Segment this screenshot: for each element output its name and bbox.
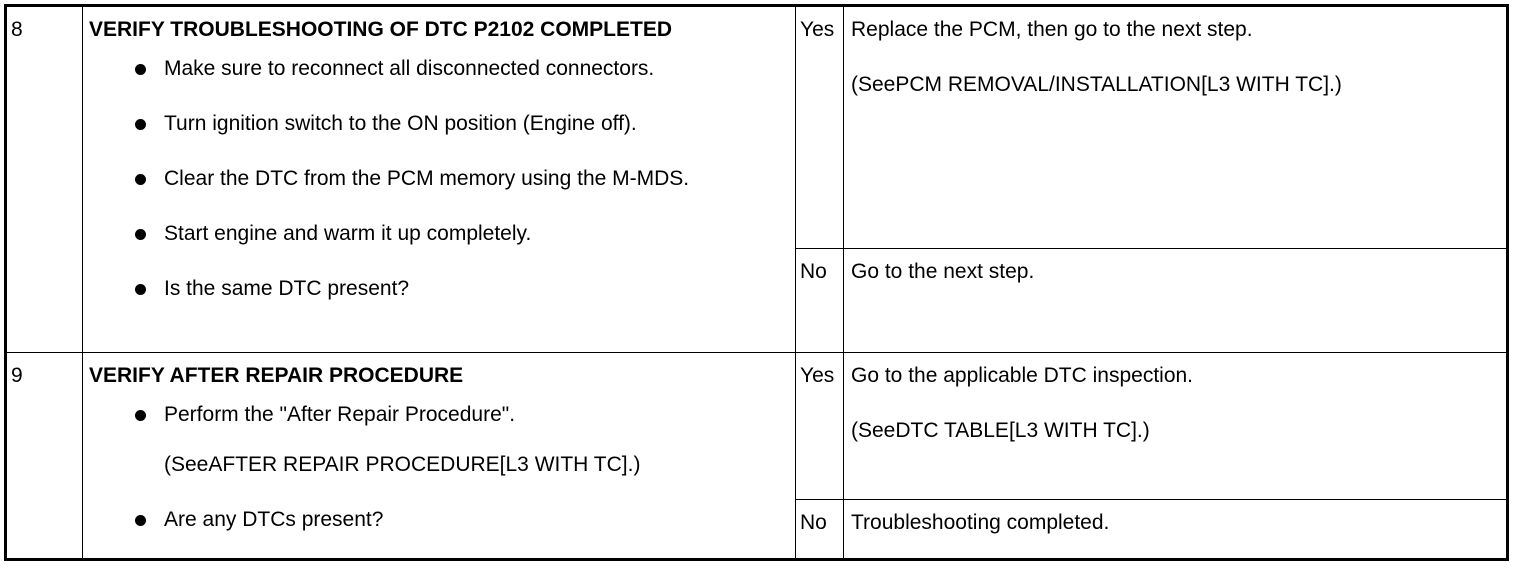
yes-label: Yes (800, 364, 835, 387)
bullet-text: Start engine and warm it up completely. (164, 222, 532, 245)
bullet-dot-icon (135, 515, 146, 526)
yes-label: Yes (800, 18, 835, 41)
no-label-cell: No (795, 499, 844, 560)
bullet-text: Turn ignition switch to the ON position … (164, 112, 637, 135)
bullet-dot-icon (135, 229, 146, 240)
bullet-text: Make sure to reconnect all disconnected … (164, 57, 655, 80)
troubleshooting-table: 8 VERIFY TROUBLESHOOTING OF DTC P2102 CO… (4, 4, 1509, 561)
bullet-text: Are any DTCs present? (164, 508, 384, 531)
yes-action-text: Go to the applicable DTC inspection. (851, 364, 1194, 387)
bullet-reference: (SeeAFTER REPAIR PROCEDURE[L3 WITH TC].) (164, 453, 641, 476)
step-bullet-list: Perform the "After Repair Procedure". (89, 402, 787, 427)
yes-action-cell: Go to the applicable DTC inspection. (Se… (843, 352, 1508, 500)
bullet-text: Perform the "After Repair Procedure". (164, 403, 516, 426)
step-9-no-row: No Troubleshooting completed. (6, 499, 1508, 560)
step-9-yes-row: 9 VERIFY AFTER REPAIR PROCEDURE Perform … (5, 352, 1508, 560)
step-bullet-list: Are any DTCs present? (89, 507, 787, 532)
bullet-item: Is the same DTC present? (89, 276, 787, 301)
bullet-item: Make sure to reconnect all disconnected … (89, 56, 787, 81)
no-label: No (800, 511, 827, 534)
no-action-cell: Troubleshooting completed. (843, 499, 1508, 560)
bullet-item: Perform the "After Repair Procedure". (89, 402, 787, 427)
step-description-cell: VERIFY AFTER REPAIR PROCEDURE Perform th… (82, 352, 796, 560)
bullet-item: Turn ignition switch to the ON position … (89, 111, 787, 136)
yes-label-cell: Yes (795, 5, 844, 249)
bullet-dot-icon (135, 64, 146, 75)
bullet-item: Clear the DTC from the PCM memory using … (89, 166, 724, 191)
no-action-text: Troubleshooting completed. (851, 511, 1110, 534)
no-label: No (800, 260, 827, 283)
step-number: 8 (11, 18, 23, 41)
no-action-cell: Go to the next step. (843, 248, 1508, 353)
bullet-item: Start engine and warm it up completely. (89, 221, 787, 246)
step-description-cell: VERIFY TROUBLESHOOTING OF DTC P2102 COMP… (82, 5, 796, 353)
yes-action-reference: (SeePCM REMOVAL/INSTALLATION[L3 WITH TC]… (851, 73, 1342, 96)
step-8-no-row: No Go to the next step. (6, 248, 1508, 353)
step-number: 9 (11, 364, 23, 387)
bullet-dot-icon (135, 410, 146, 421)
yes-action-reference: (SeeDTC TABLE[L3 WITH TC].) (851, 419, 1150, 442)
no-label-cell: No (795, 248, 844, 353)
bullet-dot-icon (135, 119, 146, 130)
yes-action-text: Replace the PCM, then go to the next ste… (851, 18, 1253, 41)
step-title: VERIFY TROUBLESHOOTING OF DTC P2102 COMP… (89, 18, 673, 41)
step-number-cell: 8 (5, 5, 83, 353)
yes-action-cell: Replace the PCM, then go to the next ste… (843, 5, 1508, 249)
bullet-text: Clear the DTC from the PCM memory using … (164, 167, 690, 190)
bullet-dot-icon (135, 284, 146, 295)
step-number-cell: 9 (5, 352, 83, 560)
bullet-item: Are any DTCs present? (89, 507, 787, 532)
step-8-yes-row: 8 VERIFY TROUBLESHOOTING OF DTC P2102 CO… (5, 5, 1508, 353)
bullet-text: Is the same DTC present? (164, 277, 410, 300)
step-title: VERIFY AFTER REPAIR PROCEDURE (89, 364, 464, 387)
bullet-dot-icon (135, 174, 146, 185)
step-bullet-list: Make sure to reconnect all disconnected … (89, 56, 787, 301)
yes-label-cell: Yes (795, 352, 844, 500)
no-action-text: Go to the next step. (851, 260, 1035, 283)
